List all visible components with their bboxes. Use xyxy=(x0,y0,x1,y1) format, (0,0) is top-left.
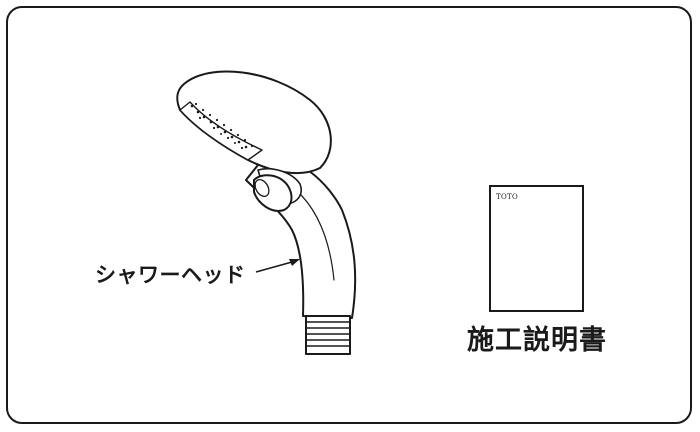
document-icon xyxy=(489,185,584,312)
manual-label: 施工説明書 xyxy=(467,325,607,356)
figure-frame xyxy=(6,6,692,424)
shower-head-leader-line xyxy=(255,259,300,273)
shower-head-icon xyxy=(176,70,357,355)
shower-head-label: シャワーヘッド xyxy=(95,263,246,287)
manual-brand-text: TOTO xyxy=(496,193,519,201)
